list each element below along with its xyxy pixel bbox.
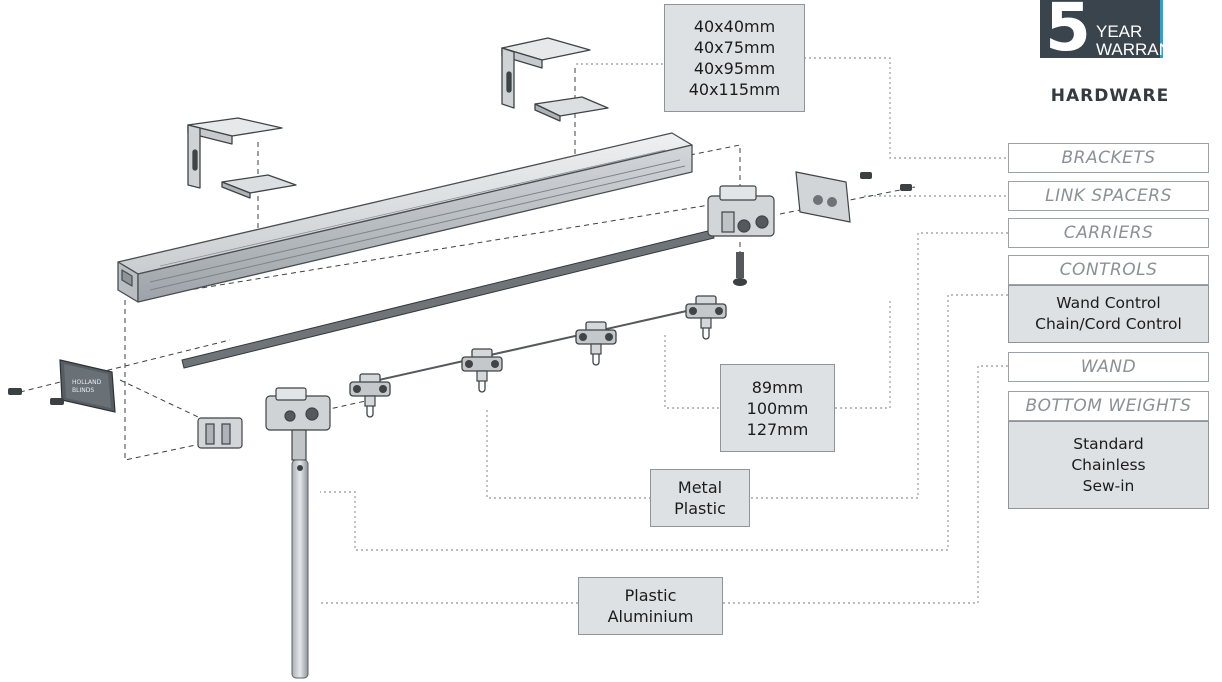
controls-option-wand: Wand Control	[1056, 294, 1161, 312]
bottom-weight-standard: Standard	[1073, 434, 1144, 453]
category-carriers: CARRIERS	[1008, 218, 1209, 248]
leader-lines	[318, 57, 1008, 604]
warranty-line1: YEAR	[1096, 22, 1142, 41]
category-brackets: BRACKETS	[1008, 143, 1209, 173]
endcap-text-line1: HOLLAND	[72, 379, 102, 386]
bracket-size-2: 40x75mm	[693, 38, 776, 57]
bracket-right	[501, 37, 609, 122]
warranty-line2: WARRANTY	[1096, 40, 1193, 59]
controls-options: Wand Control Chain/Cord Control	[1008, 285, 1209, 343]
wand-material-plastic: Plastic	[624, 586, 677, 605]
carrier-material-plastic: Plastic	[674, 499, 726, 518]
warranty-badge: 5 YEAR WARRANTY	[1040, 0, 1193, 66]
bracket-size-3: 40x95mm	[693, 59, 776, 78]
gear-housing-right	[707, 185, 775, 237]
category-controls: CONTROLS	[1008, 255, 1209, 285]
carrier-material-metal: Metal	[677, 478, 723, 497]
category-link-spacers: LINK SPACERS	[1008, 181, 1209, 211]
carriers	[349, 295, 727, 418]
tilt-rod	[181, 229, 715, 369]
head-rail	[117, 132, 693, 303]
control-head	[265, 387, 331, 461]
category-wand: WAND	[1008, 352, 1209, 382]
mounting-screw	[733, 252, 747, 286]
end-cap-left: HOLLAND BLINDS	[59, 359, 116, 413]
screw-right-2	[900, 184, 912, 191]
bracket-left	[187, 117, 297, 199]
screw-left-1	[8, 388, 22, 395]
spacer-size-3: 127mm	[746, 419, 809, 439]
endcap-text-line2: BLINDS	[72, 387, 94, 394]
end-cap-right	[795, 171, 851, 223]
wand-materials-box: Plastic Aluminium	[578, 577, 723, 635]
wand	[291, 459, 309, 679]
bracket-sizes-box: 40x40mm 40x75mm 40x95mm 40x115mm	[664, 4, 805, 112]
screw-left-2	[50, 398, 64, 405]
bottom-weight-sewin: Sew-in	[1082, 476, 1135, 495]
bottom-weight-chainless: Chainless	[1071, 455, 1146, 474]
wand-material-aluminium: Aluminium	[607, 607, 694, 626]
category-bottom-weights: BOTTOM WEIGHTS	[1008, 391, 1209, 421]
spacer-size-2: 100mm	[746, 398, 809, 418]
carrier-materials-box: Metal Plastic	[650, 469, 750, 527]
hardware-heading: HARDWARE	[1050, 86, 1170, 106]
controls-option-chain: Chain/Cord Control	[1035, 315, 1182, 333]
spacer-size-1: 89mm	[751, 377, 804, 397]
bracket-size-1: 40x40mm	[693, 17, 776, 36]
spacer-sizes-box: 89mm 100mm 127mm	[720, 364, 835, 452]
warranty-number: 5	[1045, 0, 1091, 66]
bracket-size-4: 40x115mm	[688, 80, 781, 99]
end-clip-left	[197, 417, 243, 449]
bottom-weights-options: Standard Chainless Sew-in	[1008, 421, 1209, 509]
screw-right-1	[860, 172, 872, 179]
